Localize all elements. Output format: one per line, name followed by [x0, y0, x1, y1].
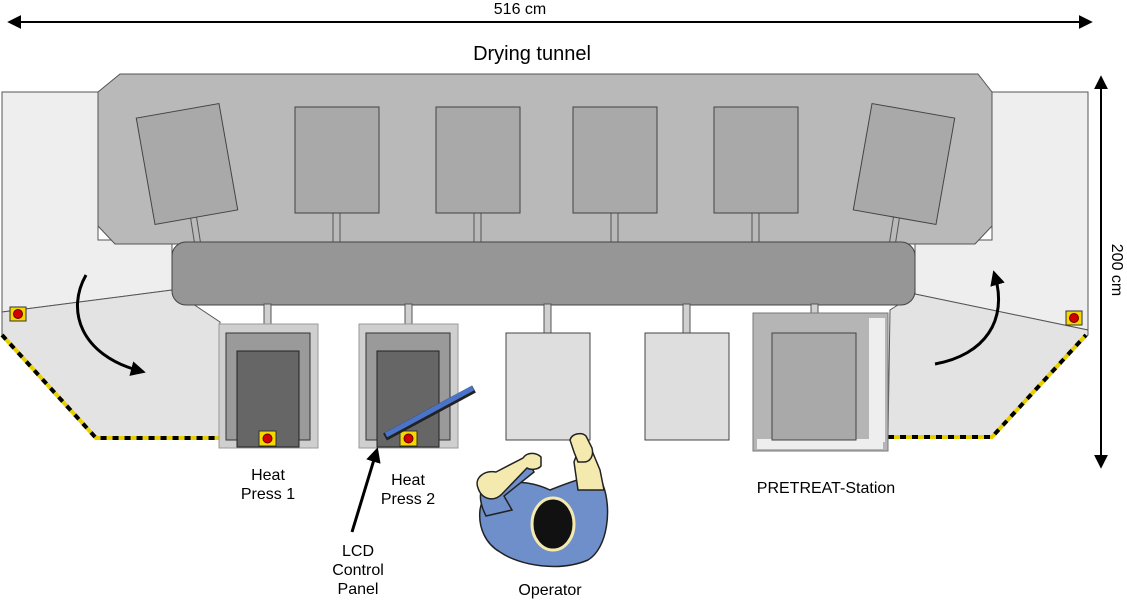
operator-label: Operator [518, 582, 582, 599]
heat-press-2-label-line1: Heat [391, 472, 425, 489]
lcd-label-line2: Control [332, 562, 384, 579]
heat-press-2-label: Heat Press 2 [368, 471, 448, 509]
drying-tunnel-title: Drying tunnel [473, 43, 591, 65]
operator-head [530, 496, 576, 552]
lcd-label-line3: Panel [337, 581, 379, 598]
heat-press-2-label-line2: Press 2 [380, 491, 436, 508]
right-emergency-button [1065, 310, 1083, 326]
right-flow-arrow [934, 270, 1005, 366]
heat-press-1-label-line1: Heat [251, 467, 285, 484]
heat-press-1-label: Heat Press 1 [228, 466, 308, 504]
station-3 [505, 332, 591, 441]
heat-press-2 [358, 323, 476, 449]
tunnel-trays [135, 102, 956, 247]
tray-2 [294, 106, 380, 246]
tray-1 [135, 102, 239, 247]
lcd-control-panel-label: LCD Control Panel [318, 542, 398, 599]
width-dimension-label: 516 cm [493, 1, 547, 18]
lcd-pointer-arrow [350, 447, 381, 533]
conveyor-belt [171, 241, 916, 306]
heat-press-1 [218, 323, 319, 449]
lcd-label-line1: LCD [341, 543, 374, 560]
tray-4 [572, 106, 658, 246]
tray-6 [852, 102, 956, 247]
right-platform [887, 91, 1089, 439]
tray-5 [713, 106, 799, 246]
pretreat-station [752, 312, 889, 452]
tray-3 [435, 106, 521, 246]
left-flow-arrow [76, 274, 146, 376]
pretreat-station-label: PRETREAT-Station [756, 480, 896, 497]
station-4 [644, 332, 730, 441]
heat-press-1-label-line2: Press 1 [240, 486, 296, 503]
lower-stems [263, 303, 819, 335]
left-emergency-button [9, 306, 27, 322]
drying-tunnel-body [97, 73, 993, 245]
operator-figure [476, 432, 609, 568]
depth-dimension-label: 200 cm [1108, 243, 1125, 297]
left-hazard-stripe [0, 333, 220, 440]
